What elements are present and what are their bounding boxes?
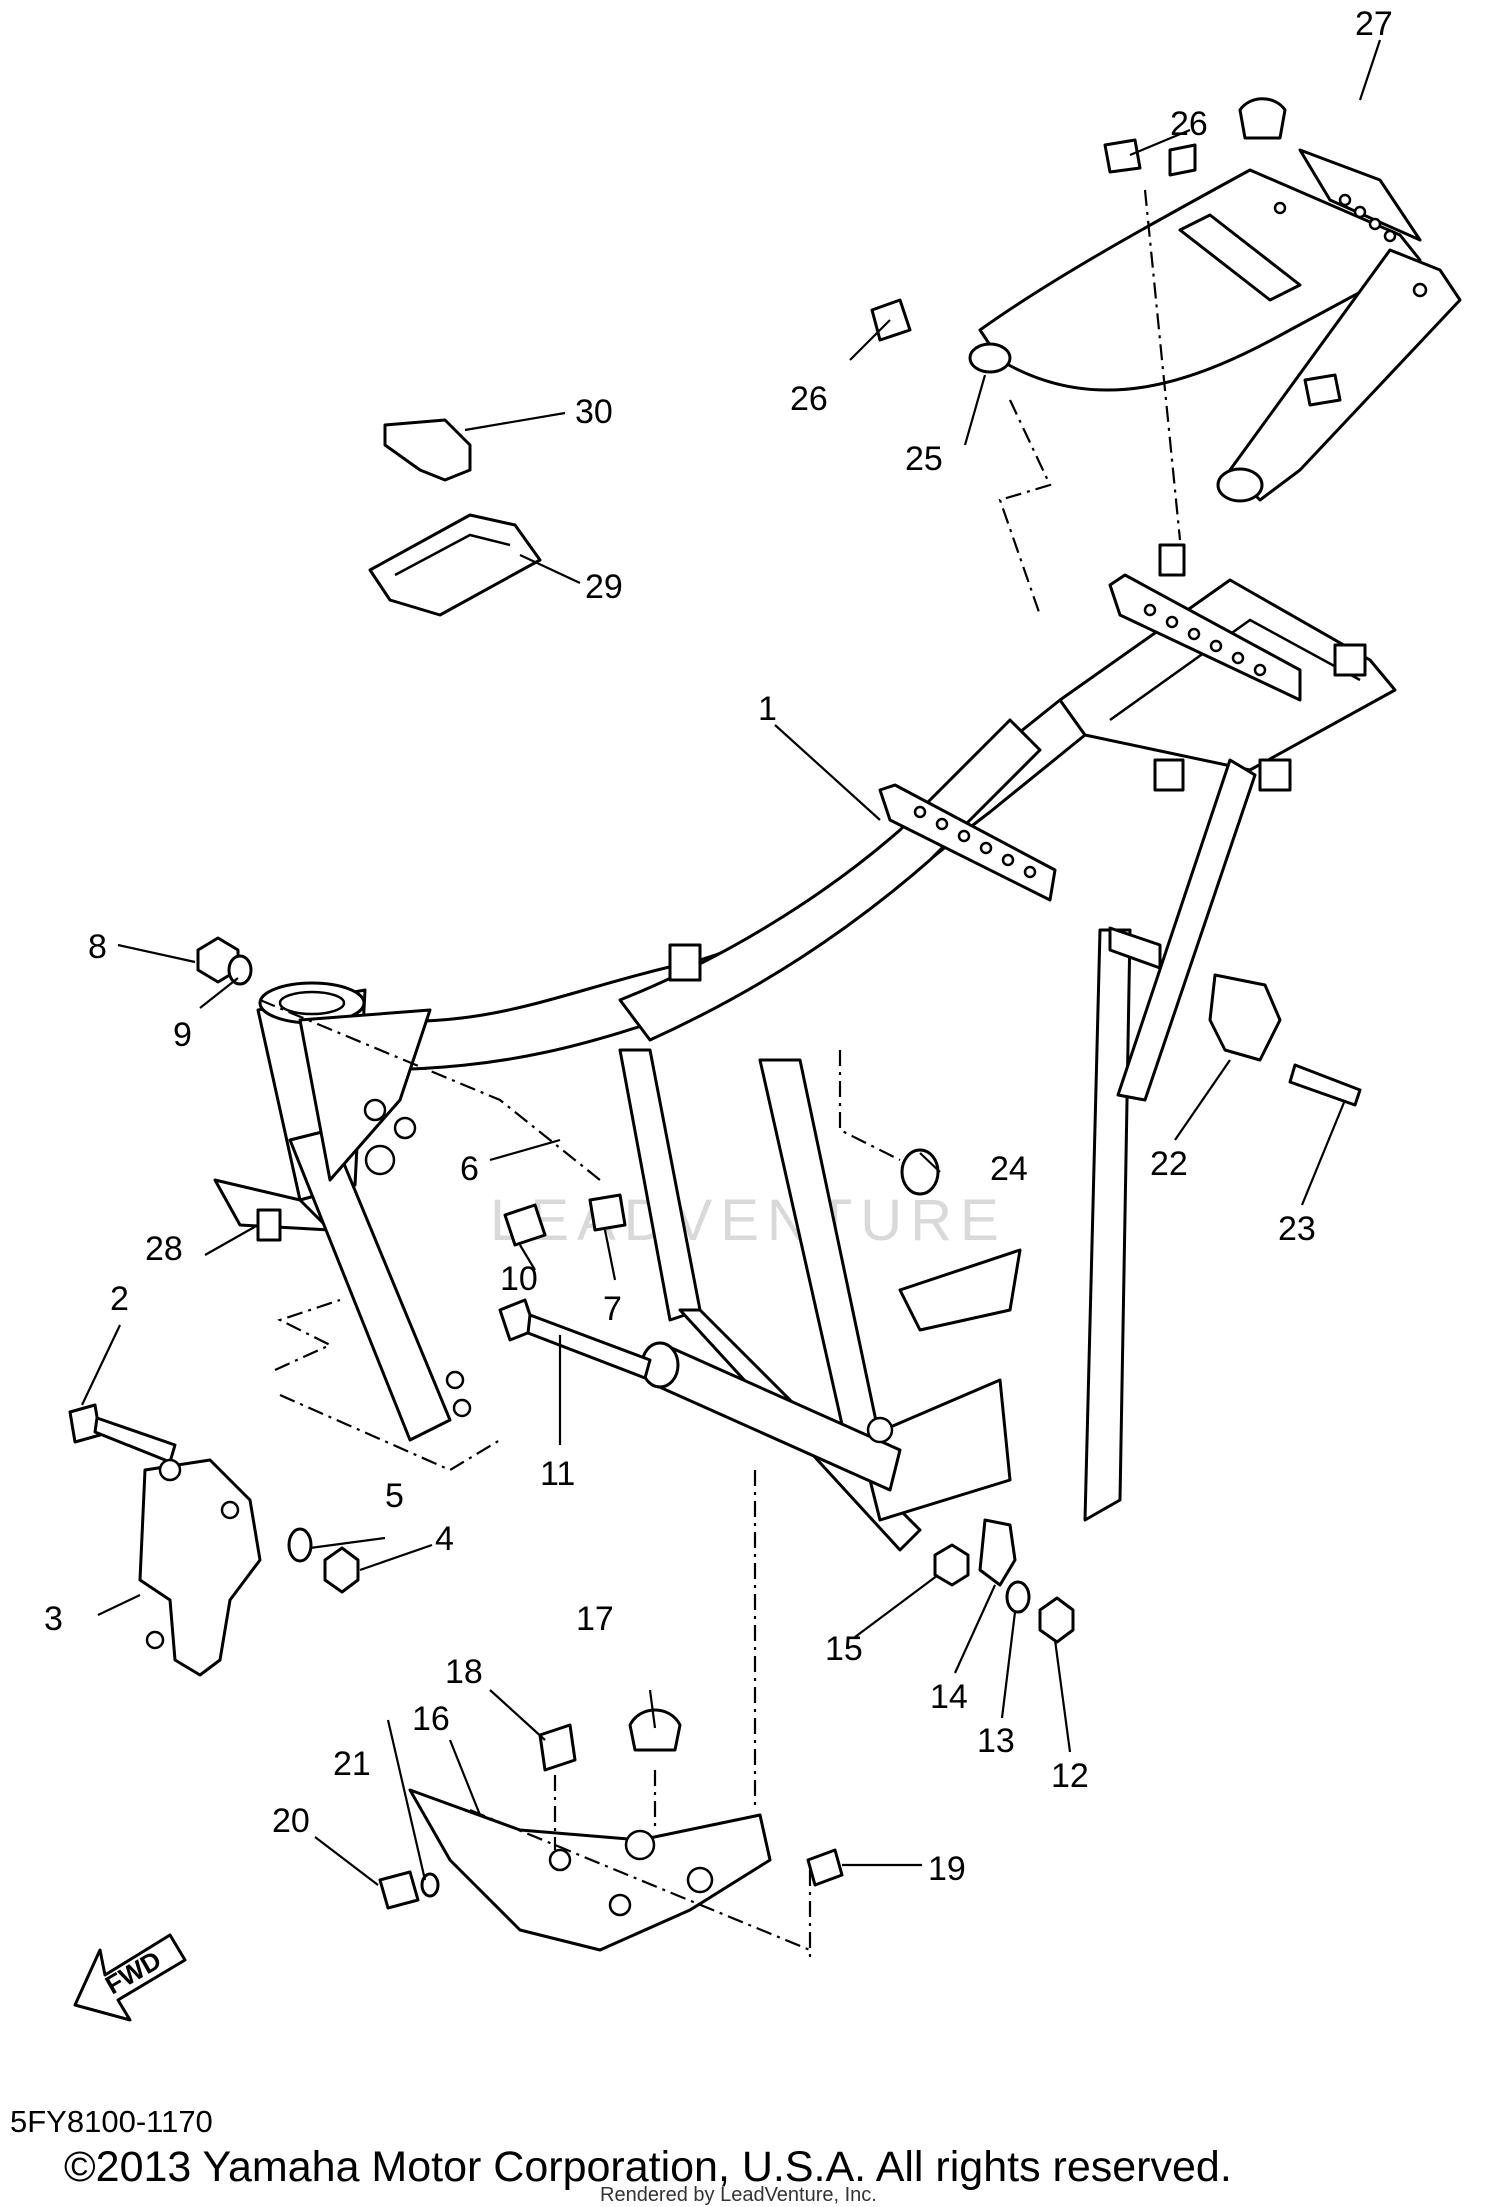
callout-26-left: 26 <box>790 380 828 418</box>
part-17-cap <box>628 1708 682 1752</box>
part-11-bolt <box>498 1298 652 1380</box>
leadventure-watermark: LEADVENTURE <box>490 1188 1007 1253</box>
callout-12: 12 <box>1051 1757 1089 1795</box>
callout-9: 9 <box>173 1016 192 1054</box>
part-27-grommet <box>1238 97 1287 140</box>
callout-30: 30 <box>575 393 613 431</box>
callout-1: 1 <box>758 690 777 728</box>
callout-7: 7 <box>603 1290 622 1328</box>
part-23-screw <box>1288 1063 1362 1107</box>
part-7-bolt <box>588 1193 627 1232</box>
main-frame <box>213 543 1397 1552</box>
callout-14: 14 <box>930 1678 968 1716</box>
part-15-nut <box>933 1543 970 1587</box>
callout-2: 2 <box>110 1280 129 1318</box>
part-4-nut <box>323 1546 360 1594</box>
fwd-arrow: FWD <box>73 1933 187 2022</box>
part-19-bolt <box>806 1848 844 1887</box>
rear-subframe <box>978 143 1462 503</box>
part-29-pad <box>368 513 542 617</box>
part-14-bracket <box>978 1518 1017 1587</box>
callout-6: 6 <box>460 1150 479 1188</box>
part-26-bolt-left <box>870 298 912 342</box>
callout-27: 27 <box>1355 5 1393 43</box>
callout-19: 19 <box>928 1850 966 1888</box>
callout-4: 4 <box>435 1520 454 1558</box>
callout-16: 16 <box>412 1700 450 1738</box>
part-16-skid-plate <box>408 1788 772 1952</box>
rendered-by-text: Rendered by LeadVenture, Inc. <box>600 2184 877 2206</box>
callout-21: 21 <box>333 1745 371 1783</box>
diagram-code: 5FY8100-1170 <box>10 2104 213 2139</box>
callout-20: 20 <box>272 1802 310 1840</box>
callout-numbers: 1 2 3 4 5 6 7 8 9 10 11 12 13 14 15 16 1… <box>44 5 1393 1888</box>
callout-10: 10 <box>500 1260 538 1298</box>
callout-29: 29 <box>585 568 623 606</box>
callout-18: 18 <box>445 1653 483 1691</box>
callout-3: 3 <box>44 1600 63 1638</box>
part-28-label <box>256 1208 282 1242</box>
part-22-bracket <box>1208 973 1282 1062</box>
copyright-text: ©2013 Yamaha Motor Corporation, U.S.A. A… <box>64 2143 1232 2191</box>
leader-lines <box>81 39 1382 1886</box>
part-24-spacer <box>900 1148 940 1196</box>
callout-5: 5 <box>385 1477 404 1515</box>
callout-15: 15 <box>825 1630 863 1668</box>
part-20-bolt <box>378 1870 420 1910</box>
callout-26-top: 26 <box>1170 105 1208 143</box>
callout-22: 22 <box>1150 1145 1188 1183</box>
callout-25: 25 <box>905 440 943 478</box>
callout-13: 13 <box>977 1722 1015 1760</box>
callout-24: 24 <box>990 1150 1028 1188</box>
part-12-nut <box>1038 1596 1075 1644</box>
callout-28: 28 <box>145 1230 183 1268</box>
part-2-bolt <box>68 1403 177 1464</box>
callout-17: 17 <box>576 1600 614 1638</box>
part-13-washer <box>1005 1580 1031 1614</box>
part-9-washer <box>227 954 253 986</box>
part-25-collar <box>968 342 1012 374</box>
callout-11: 11 <box>540 1455 575 1493</box>
callout-8: 8 <box>88 928 107 966</box>
part-10-bolt <box>503 1203 547 1247</box>
part-26-bolt-top <box>1103 138 1142 174</box>
part-18-bolt <box>538 1723 577 1772</box>
callout-23: 23 <box>1278 1210 1316 1248</box>
part-30-clip <box>383 418 472 482</box>
part-5-washer <box>287 1527 313 1563</box>
